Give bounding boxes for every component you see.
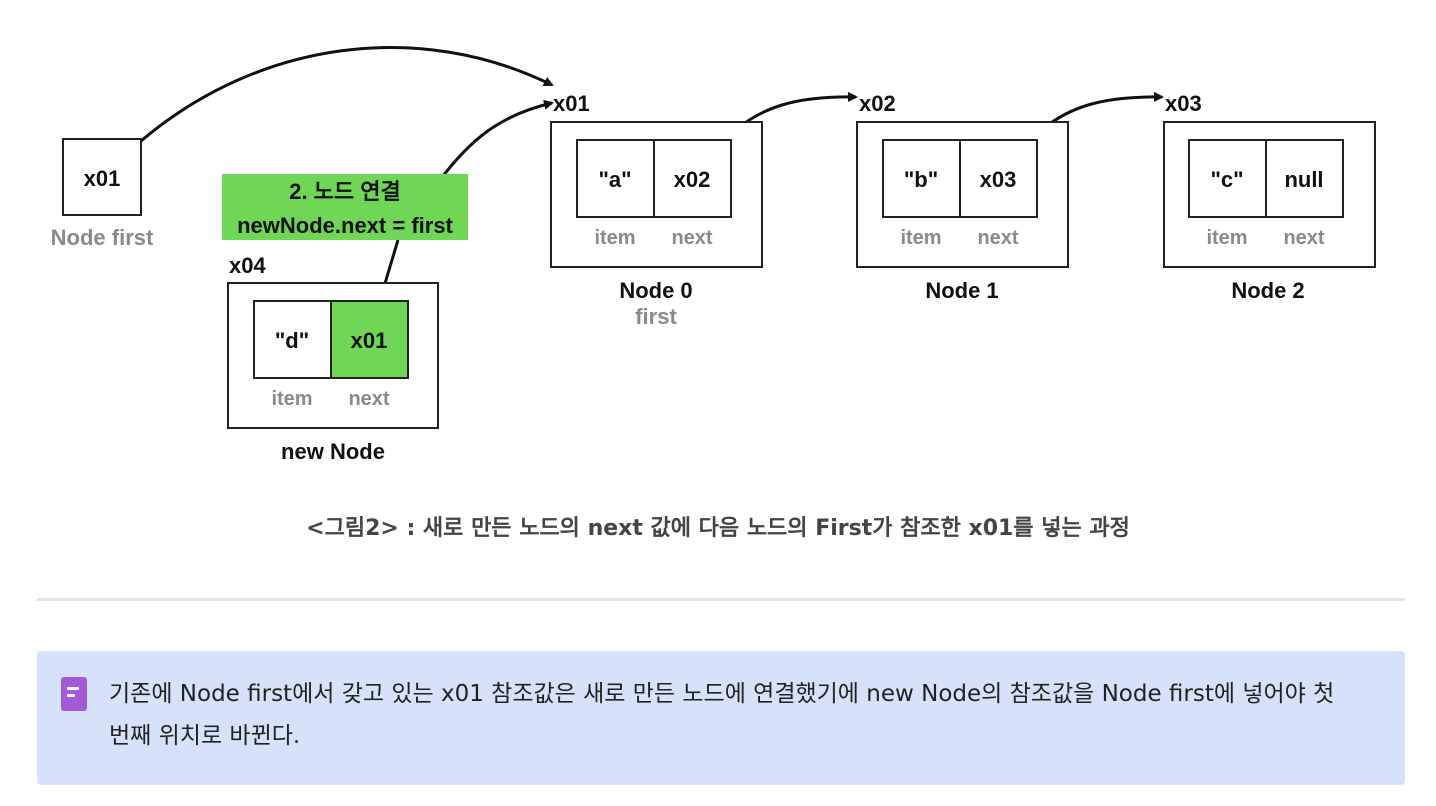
node2-item-cell bbox=[1188, 139, 1267, 218]
first-pointer-box bbox=[62, 138, 142, 216]
step-title: 2. 노드 연결 bbox=[289, 179, 401, 204]
node2-name: Node 2 bbox=[1231, 278, 1304, 303]
node0-item-cell bbox=[576, 139, 655, 218]
node1-next-value: x03 bbox=[980, 167, 1017, 192]
newnode-next-value: x01 bbox=[351, 328, 388, 353]
node0-name: Node 0 bbox=[619, 278, 692, 303]
node1-item-cell bbox=[882, 139, 961, 218]
arrow-first-to-node0 bbox=[140, 46, 554, 143]
figure-caption: <그림2> : 새로 만든 노드의 next 값에 다음 노드의 First가 … bbox=[306, 516, 1130, 541]
node1-address: x02 bbox=[859, 91, 896, 116]
node2-next-cell bbox=[1265, 139, 1344, 218]
node2-address: x03 bbox=[1165, 91, 1202, 116]
newnode-item-value: "d" bbox=[275, 328, 309, 353]
newnode-next-label: next bbox=[348, 388, 389, 410]
node1-name: Node 1 bbox=[925, 278, 998, 303]
linked-list-diagram: x01 Node first 2. 노드 연결 newNode.next = f… bbox=[51, 46, 1376, 464]
node2-next-label: next bbox=[1283, 227, 1324, 249]
node0-item-value: "a" bbox=[598, 167, 631, 192]
node2-next-value: null bbox=[1284, 167, 1323, 192]
note-callout: 기존에 Node first에서 갖고 있는 x01 참조값은 새로 만든 노드… bbox=[37, 651, 1405, 785]
newnode-address: x04 bbox=[229, 253, 266, 278]
first-pointer-label: Node first bbox=[51, 225, 154, 250]
node0-sub-label: first bbox=[635, 304, 677, 329]
node1-next-cell bbox=[959, 139, 1038, 218]
newnode-next-cell bbox=[330, 300, 409, 379]
node0-next-value: x02 bbox=[674, 167, 711, 192]
memo-icon bbox=[61, 677, 87, 711]
callout-text: 기존에 Node first에서 갖고 있는 x01 참조값은 새로 만든 노드… bbox=[109, 681, 1335, 749]
node1-item-value: "b" bbox=[904, 167, 938, 192]
node2-item-label: item bbox=[1206, 227, 1247, 249]
step-code: newNode.next = first bbox=[237, 213, 453, 238]
node2-item-value: "c" bbox=[1210, 167, 1243, 192]
newnode-item-label: item bbox=[271, 388, 312, 410]
node0-address: x01 bbox=[553, 91, 590, 116]
first-pointer-value: x01 bbox=[84, 166, 121, 191]
node0-next-cell bbox=[653, 139, 732, 218]
node1-next-label: next bbox=[977, 227, 1018, 249]
node0-item-label: item bbox=[594, 227, 635, 249]
step-box bbox=[222, 174, 468, 240]
node0-next-label: next bbox=[671, 227, 712, 249]
newnode-name: new Node bbox=[281, 439, 385, 464]
node1-item-label: item bbox=[900, 227, 941, 249]
divider bbox=[37, 598, 1405, 601]
